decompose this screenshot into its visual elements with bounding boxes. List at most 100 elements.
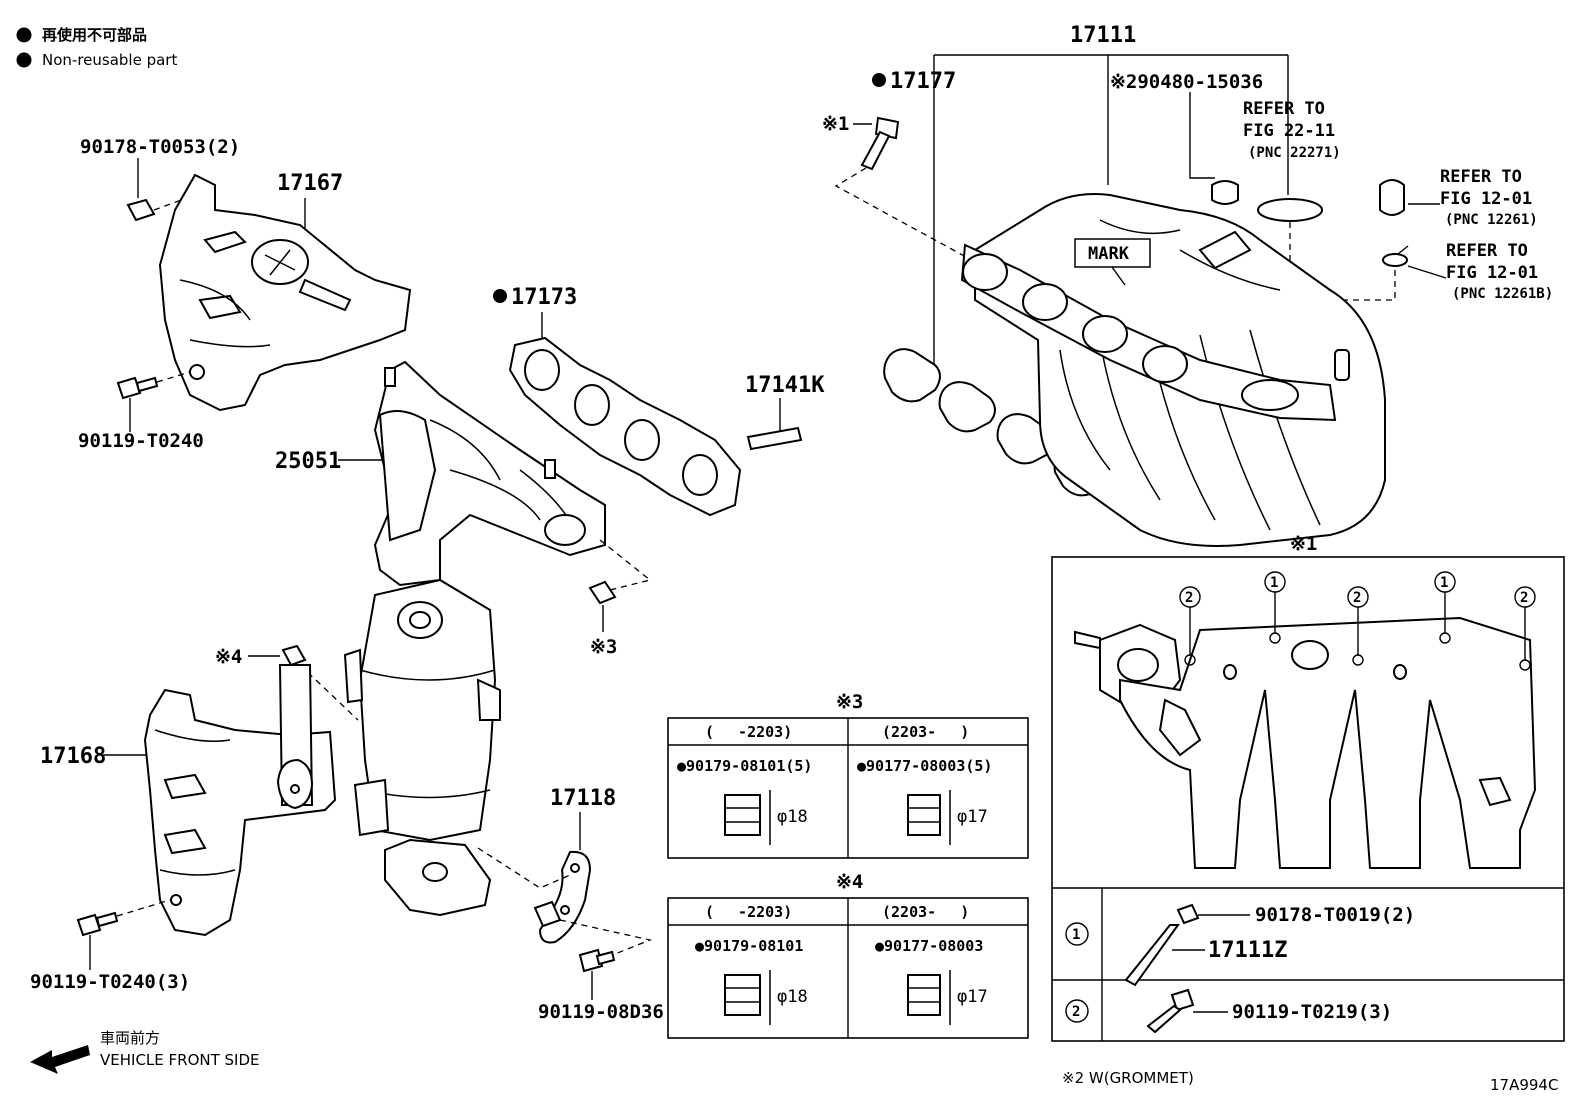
ref3-line-c: (PNC 12261B) <box>1452 286 1553 302</box>
exhaust-manifold-25051 <box>373 360 606 587</box>
mark-box <box>1074 238 1151 268</box>
heat-insulator-lower-group: 17168 90119-T0240(3) <box>30 664 337 993</box>
catalytic-converter <box>343 578 501 917</box>
table-x3-col2-dia: φ17 <box>957 807 988 827</box>
bracket-17118 <box>538 850 592 944</box>
label-x1-box: ※1 <box>1290 533 1317 555</box>
nut-90178-icon <box>126 198 156 222</box>
label-90119-08d36: 90119-08D36 <box>538 1001 664 1023</box>
ref2-line-a: REFER TO <box>1440 167 1522 187</box>
table-x4-col1-part: ●90179-08101 <box>695 937 803 955</box>
bolt-90119-t0240-3-icon <box>76 911 119 937</box>
ref1-line-c: (PNC 22271) <box>1248 145 1341 161</box>
row1-num: 1 <box>1072 927 1080 943</box>
dash-bracket <box>477 847 653 961</box>
label-25051: 25051 <box>275 449 341 474</box>
label-x1-bolt: ※1 <box>822 113 849 135</box>
heat-insulator-17167 <box>158 173 412 412</box>
nut-17-icon <box>907 970 951 1025</box>
nut-18-icon <box>724 970 771 1025</box>
row1-part-b: 17111Z <box>1208 938 1287 963</box>
bolt-90119-08d36-icon <box>578 948 616 973</box>
label-90119-t0240-3: 90119-T0240(3) <box>30 971 190 993</box>
callout-2: 2 <box>1185 590 1193 606</box>
callout-1: 1 <box>1270 575 1278 591</box>
nonreusable-bullet-icon <box>16 52 32 68</box>
gasket-17173-group: 17173 17141K <box>493 285 825 517</box>
table-x4-title: ※4 <box>836 871 863 893</box>
legend: 再使用不可部品 Non-reusable part <box>16 26 177 69</box>
label-17168: 17168 <box>40 744 106 769</box>
table-x3-col2-part: ●90177-08003(5) <box>857 757 992 775</box>
leader-17111 <box>933 54 1289 380</box>
hose-fitting-12261 <box>1379 179 1405 216</box>
table-x4-col1-head: ( -2203) <box>705 903 792 921</box>
row2-num: 2 <box>1072 1004 1080 1020</box>
legend-front-en: VEHICLE FRONT SIDE <box>100 1051 260 1069</box>
exhaust-manifold-group: 25051 ※3 ※4 <box>215 360 652 917</box>
nonreusable-bullet-icon <box>493 289 507 303</box>
label-17173: 17173 <box>511 285 577 310</box>
detail-box-frame <box>1051 556 1565 1042</box>
legend-nonreusable-jp: 再使用不可部品 <box>42 26 147 44</box>
figure-code: 17A994C <box>1490 1076 1558 1094</box>
stud-17141k <box>746 426 803 451</box>
o-ring-22271 <box>1257 198 1323 222</box>
table-x3: ※3 ( -2203) (2203- ) ●90179-08101(5) ●90… <box>667 691 1029 859</box>
nonreusable-bullet-icon <box>872 73 886 87</box>
stud-17111z-icon <box>1124 903 1200 987</box>
detail-box-x1: ※1 2 1 2 <box>1051 533 1565 1042</box>
label-90119-t0240: 90119-T0240 <box>78 430 204 452</box>
nut-x4-icon <box>281 644 307 667</box>
bracket-17118-group: 17118 90119-08D36 <box>477 786 664 1023</box>
callout-2: 2 <box>1353 590 1361 606</box>
table-x3-col1-head: ( -2203) <box>705 723 792 741</box>
bracket-hole <box>570 863 580 873</box>
manifold-detail-drawing <box>1074 616 1537 869</box>
row2-part: 90119-T0219(3) <box>1232 1001 1392 1023</box>
row1-part-a: 90178-T0019(2) <box>1255 904 1415 926</box>
leader-mark <box>1111 266 1126 286</box>
nut-x3-icon <box>588 580 617 605</box>
legend-front-jp: 車両前方 <box>100 1029 160 1047</box>
intake-manifold-group: 17111 17177 ※290480-15036 REFER TO FIG 2… <box>822 23 1553 547</box>
table-x4: ※4 ( -2203) (2203- ) ●90179-08101 ●90177… <box>667 871 1029 1039</box>
ref1-line-a: REFER TO <box>1243 99 1325 119</box>
gasket-port <box>682 454 718 496</box>
vehicle-front-arrow-icon <box>30 1045 90 1074</box>
table-x3-col1-part: ●90179-08101(5) <box>677 757 812 775</box>
nut-17-icon <box>907 790 951 845</box>
gasket-port <box>574 384 610 426</box>
heat-insulator-upper-group: 90178-T0053(2) 17167 90119-T0240 <box>78 136 412 452</box>
callout-2: 2 <box>1520 590 1528 606</box>
label-mark: MARK <box>1088 244 1130 264</box>
bolt-90119-t0240-icon <box>116 376 159 400</box>
leader-ref3 <box>1397 245 1447 279</box>
label-290480-15036: ※290480-15036 <box>1110 71 1263 93</box>
callout-1: 1 <box>1440 575 1448 591</box>
table-x3-grid <box>668 718 1028 858</box>
gasket-port <box>524 349 560 391</box>
label-17177: 17177 <box>890 69 956 94</box>
label-17118: 17118 <box>550 786 616 811</box>
dash-x3-nut <box>599 539 652 591</box>
table-x3-title: ※3 <box>836 691 863 713</box>
bolt-x1-icon <box>860 116 900 171</box>
legend-nonreusable-en: Non-reusable part <box>42 51 177 69</box>
table-x4-col1-dia: φ18 <box>777 987 808 1007</box>
leader-290480 <box>1189 92 1215 179</box>
ref3-line-b: FIG 12-01 <box>1446 263 1538 283</box>
label-x2-grommet: ※2 W(GROMMET) <box>1062 1069 1194 1087</box>
label-17141k: 17141K <box>745 373 825 398</box>
table-x3-col1-dia: φ18 <box>777 807 808 827</box>
label-17111: 17111 <box>1070 23 1136 48</box>
detail-callouts: 2 1 2 1 2 <box>1179 571 1536 671</box>
table-x4-col2-head: (2203- ) <box>882 903 969 921</box>
row1-num-circle <box>1065 922 1089 946</box>
grommet-290480 <box>1211 180 1239 205</box>
bracket-hole <box>560 905 570 915</box>
dash-bolt-90119-3 <box>116 899 171 917</box>
label-17167: 17167 <box>277 171 343 196</box>
label-x4: ※4 <box>215 646 242 668</box>
